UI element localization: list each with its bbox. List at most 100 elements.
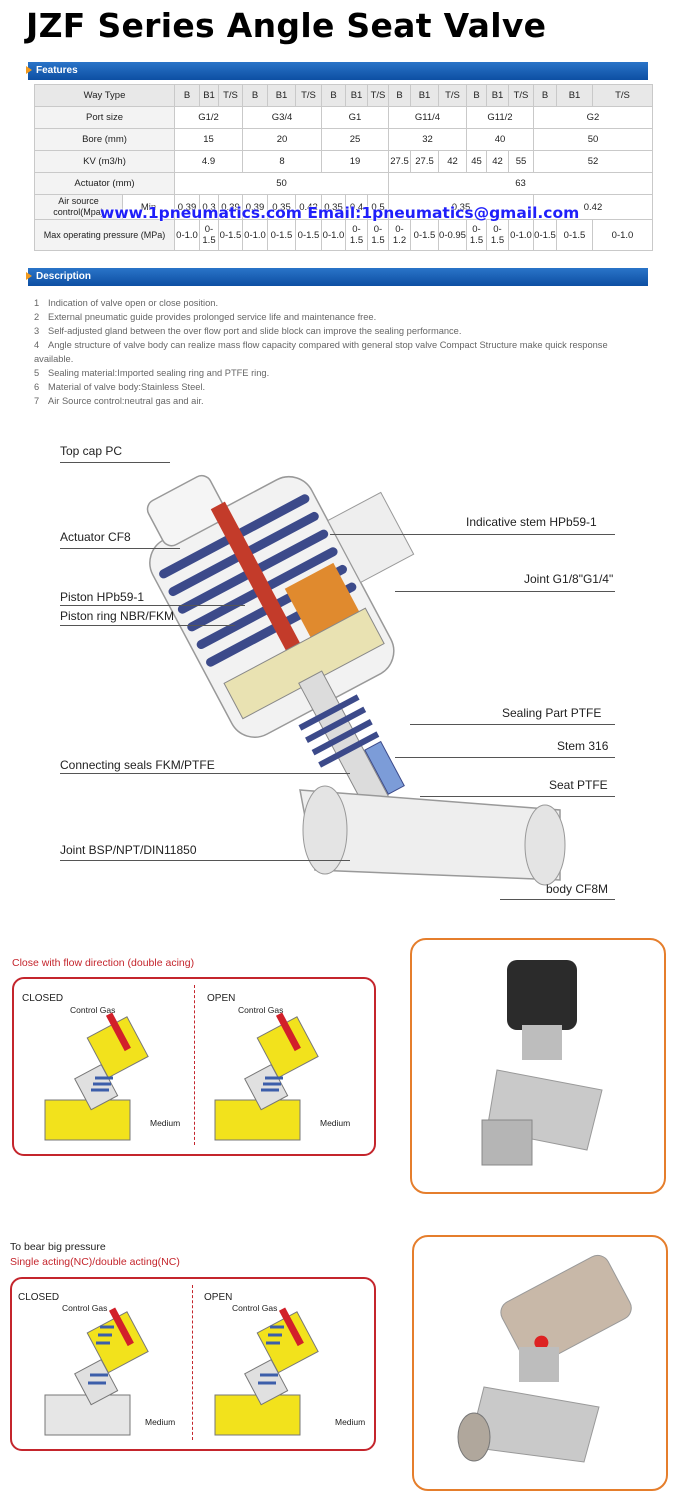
table-cell: 55 [508,150,534,173]
table-cell: T/S [367,84,389,107]
arrow-right-icon [26,272,32,280]
table-cell: 40 [466,128,534,151]
features-bar: Features [26,62,648,80]
label-actuator: Actuator CF8 [60,530,131,544]
label-joint-g: Joint G1/8"G1/4" [524,572,614,586]
table-row: Port size G1/2 G3/4 G1 G11/4 G11/2 G2 [34,106,653,129]
table-cell: 0-1.5 [486,219,509,251]
table-cell: 0-1.5 [533,219,557,251]
flow1-control-gas-closed: Control Gas [70,1005,116,1015]
label-stem: Stem 316 [557,739,609,753]
label-piston: Piston HPb59-1 [60,590,145,604]
leader-line [60,548,180,549]
leader-line [420,796,615,797]
label-connecting-seals: Connecting seals FKM/PTFE [60,758,215,772]
leader-line [60,860,350,861]
table-cell: 0-0.95 [438,219,467,251]
table-cell: 0-1.2 [388,219,411,251]
table-cell: 0-1.5 [367,219,389,251]
leader-line [395,591,615,592]
flow1-closed-label: CLOSED [22,993,64,1004]
flow1-caption: Close with flow direction (double acing) [12,957,195,969]
table-cell: Port size [34,106,175,129]
leader-line [60,625,235,626]
table-cell: 4.9 [174,150,243,173]
table-cell: 27.5 [410,150,439,173]
flow2-caption-line1: To bear big pressure [10,1241,106,1253]
table-cell: B1 [199,84,219,107]
flow2-medium-closed: Medium [145,1417,176,1427]
table-cell: B [321,84,346,107]
table-cell: T/S [438,84,467,107]
table-cell: 63 [388,172,653,195]
table-row: Way Type B B1 T/S B B1 T/S B B1 T/S B B1… [34,84,653,107]
label-seat: Seat PTFE [549,778,608,792]
table-cell: B1 [556,84,593,107]
leader-line [60,462,170,463]
table-cell: B [174,84,200,107]
table-cell: B1 [486,84,509,107]
leader-line [500,899,615,900]
description-bar: Description [26,268,648,286]
table-cell: Min [122,194,175,220]
watermark-text[interactable]: www.1pneumatics.com Email:1pneumatics@gm… [100,204,580,222]
table-cell: 52 [533,150,653,173]
table-row: Bore (mm) 15 20 25 32 40 50 [34,128,653,151]
table-cell: 19 [321,150,389,173]
panel-divider [194,985,195,1145]
table-cell: B [533,84,557,107]
table-row: Air source control(Mpa) Min 0.39 0.3 0.3… [34,194,653,220]
leader-line [60,773,350,774]
flow2-medium-open: Medium [335,1417,366,1427]
table-cell: B1 [410,84,439,107]
table-cell: B [388,84,411,107]
flow1-closed-diagram [44,1012,149,1141]
table-cell: 0-1.5 [466,219,487,251]
table-cell: 0-1.0 [508,219,534,251]
table-cell: 15 [174,128,243,151]
table-row: Max operating pressure (MPa) 0-1.0 0-1.5… [34,219,653,251]
table-cell: T/S [218,84,243,107]
product-photo-1 [410,938,666,1194]
spec-table: Way Type B B1 T/S B B1 T/S B B1 T/S B B1… [34,84,653,251]
table-cell: B [242,84,268,107]
flow1-panel [12,977,376,1156]
table-cell: 45 [466,150,487,173]
flow2-open-diagram [214,1307,319,1436]
features-label: Features [36,65,78,76]
table-cell: Max operating pressure (MPa) [34,219,175,251]
flow2-control-gas-closed: Control Gas [62,1303,108,1313]
table-cell: 0-1.5 [295,219,322,251]
table-cell: 0-1.0 [174,219,200,251]
table-cell: 0-1.5 [410,219,439,251]
table-cell: KV (m3/h) [34,150,175,173]
flow1-control-gas-open: Control Gas [238,1005,284,1015]
table-cell: 0-1.0 [321,219,346,251]
table-cell: B1 [345,84,368,107]
arrow-right-icon [26,66,32,74]
table-cell: 25 [321,128,389,151]
page-title: JZF Series Angle Seat Valve [26,6,547,45]
flow2-closed-diagram [44,1307,149,1436]
label-body: body CF8M [546,882,609,896]
table-cell: 42 [486,150,509,173]
flow2-open-label: OPEN [204,1292,233,1303]
flow1-open-label: OPEN [207,993,236,1004]
table-cell: B1 [267,84,296,107]
table-cell: 0-1.5 [267,219,296,251]
flow2-control-gas-open: Control Gas [232,1303,278,1313]
table-row: Actuator (mm) 50 63 [34,172,653,195]
table-cell: T/S [592,84,653,107]
flow1-open-diagram [214,1012,319,1141]
table-cell: 0-1.0 [592,219,653,251]
table-cell: 20 [242,128,322,151]
leader-line [60,605,245,606]
leader-line [395,757,615,758]
table-cell: G1 [321,106,389,129]
table-cell: Bore (mm) [34,128,175,151]
